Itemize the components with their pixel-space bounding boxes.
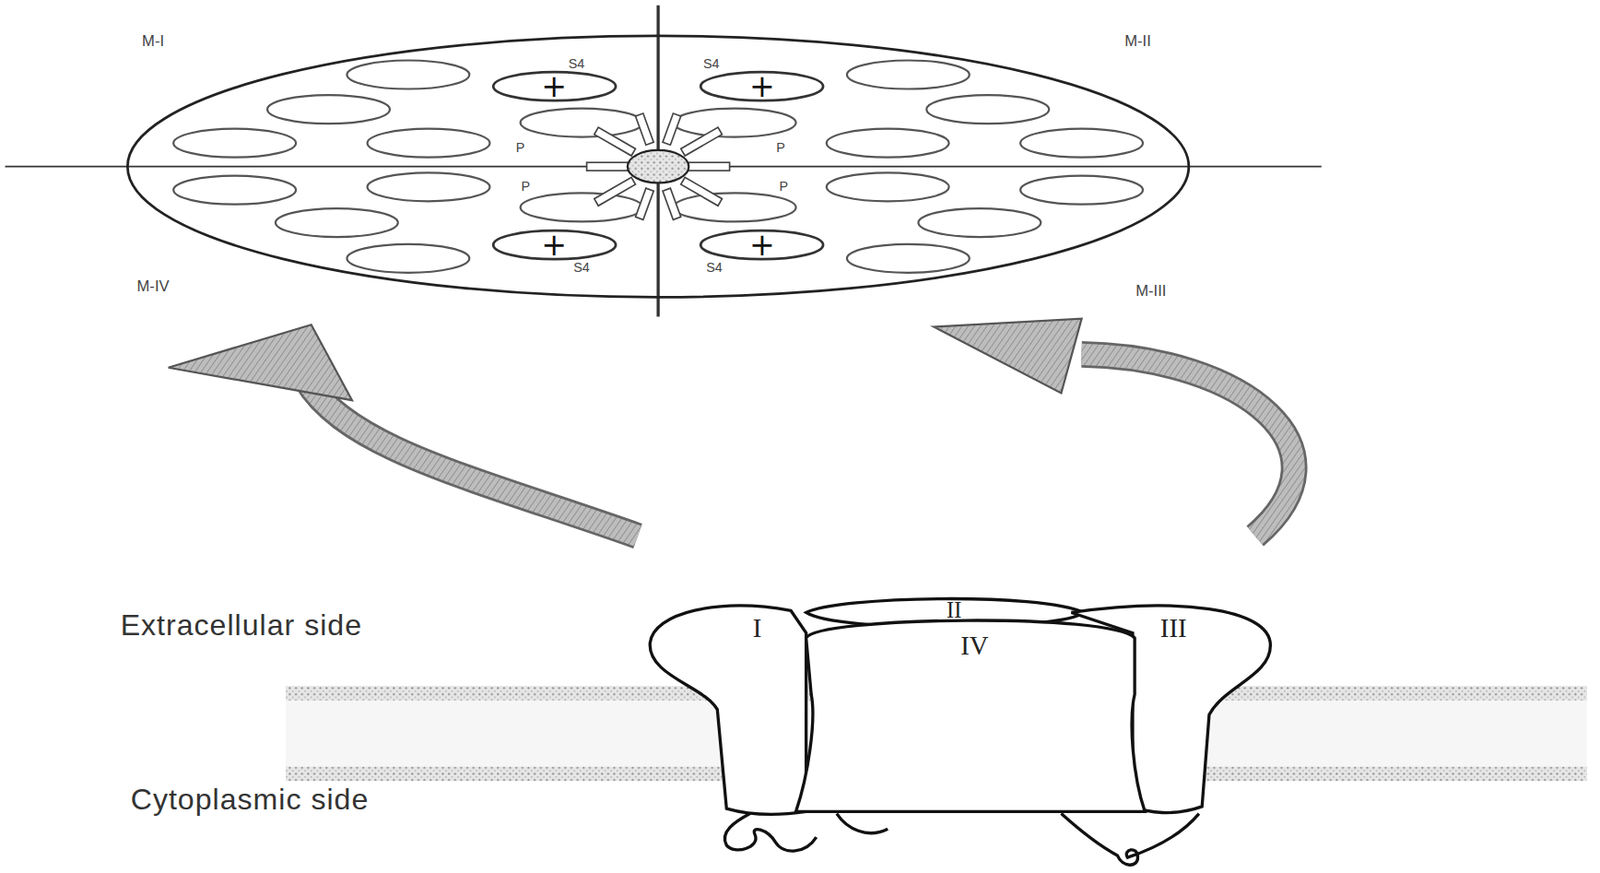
pore-loop-label: P (778, 179, 789, 194)
s4-helix: + (698, 228, 825, 261)
s4-helix: + (491, 228, 618, 261)
curved-arrow (933, 318, 1295, 537)
channel-protein (649, 598, 1271, 814)
pore-loop-label: P (776, 141, 786, 155)
segment-label: S4 (573, 260, 590, 275)
quadrant-label: M-III (1135, 282, 1166, 299)
charge-sign: + (698, 228, 825, 261)
pore-loop-label: P (516, 141, 526, 155)
cross-section (127, 35, 1189, 297)
domain-label: II (946, 598, 962, 623)
s4-helix: + (698, 70, 825, 103)
segment-label: S4 (705, 260, 723, 275)
s4-helix: + (491, 70, 618, 103)
side-label: Extracellular side (120, 610, 371, 642)
domain-label: I (752, 613, 763, 642)
charge-sign: + (491, 70, 618, 103)
helix-circles (173, 60, 1143, 273)
segment-label: S4 (568, 57, 586, 71)
cytoplasmic-loop (724, 813, 1200, 866)
side-label: Cytoplasmic side (130, 784, 381, 816)
quadrant-label: M-I (141, 33, 165, 49)
quadrant-label: M-IV (137, 278, 170, 295)
domain-label: IV (960, 631, 989, 659)
curved-arrow (168, 324, 638, 536)
charge-sign: + (698, 70, 825, 103)
pore (587, 113, 730, 220)
charge-sign: + (491, 228, 618, 261)
quadrant-label: M-II (1124, 33, 1152, 49)
segment-label: S4 (703, 57, 720, 71)
pore-loop-label: P (520, 179, 530, 194)
domain-label: III (1160, 613, 1188, 642)
